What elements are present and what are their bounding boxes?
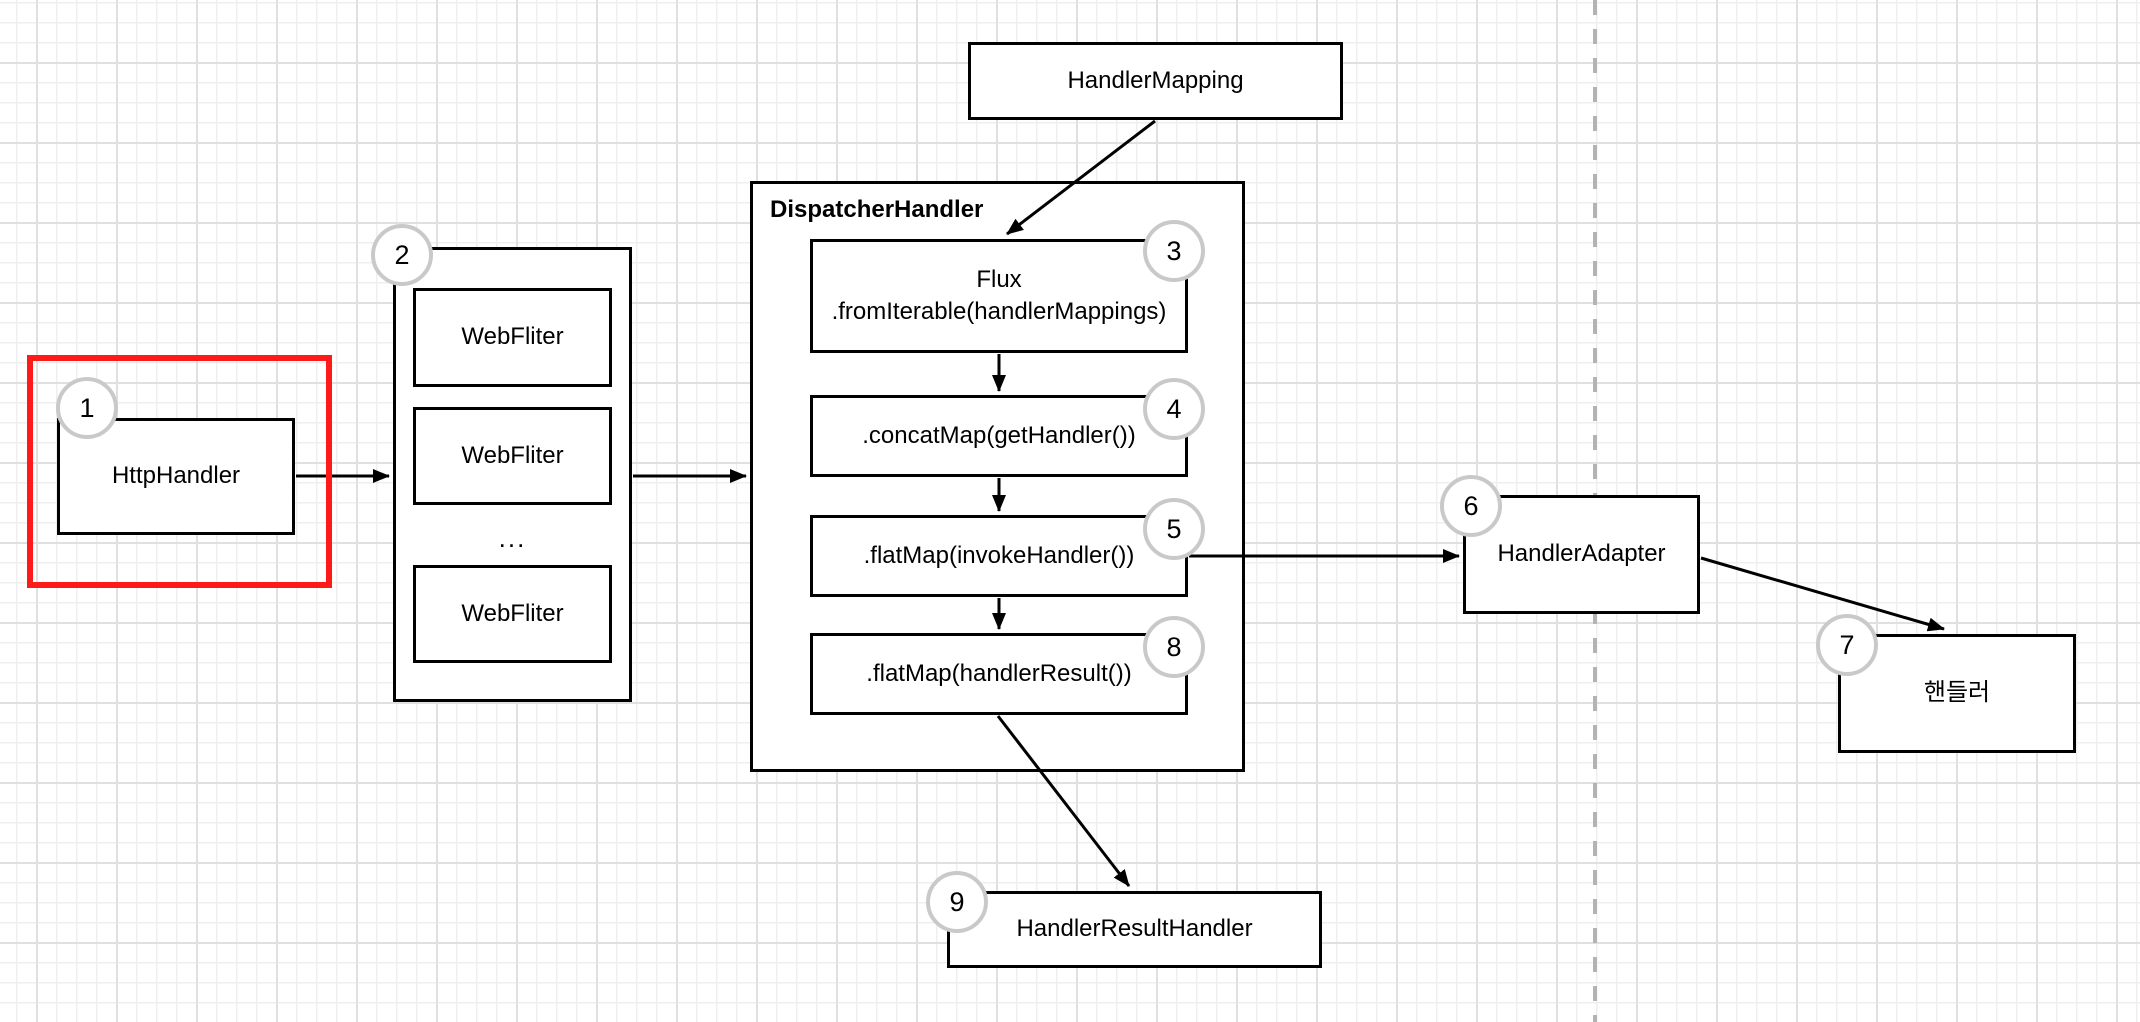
step-badge-4[interactable]: 4	[1143, 378, 1205, 440]
node-handler-adapter[interactable]: HandlerAdapter	[1463, 495, 1700, 614]
step-badge-9[interactable]: 9	[926, 871, 988, 933]
node-http-handler-label: HttpHandler	[111, 462, 241, 490]
step-badge-7[interactable]: 7	[1816, 614, 1878, 676]
webfilter-ellipsis: ...	[498, 522, 527, 553]
step-badge-1[interactable]: 1	[56, 377, 118, 439]
node-flux-line2: .fromIterable(handlerMappings)	[831, 298, 1167, 325]
node-flux-line1: Flux	[976, 265, 1022, 293]
red-highlight-box[interactable]	[27, 355, 332, 588]
node-handler-result-handler-label: HandlerResultHandler	[1016, 915, 1253, 943]
node-flatmap-result-label: .flatMap(handlerResult())	[866, 659, 1132, 687]
node-handler-korean[interactable]: 핸들러	[1838, 634, 2076, 753]
node-flatmap-invoke[interactable]: .flatMap(invokeHandler())	[810, 515, 1188, 597]
node-flatmap-invoke-label: .flatMap(invokeHandler())	[863, 541, 1135, 569]
node-webfilter-3[interactable]: WebFliter	[413, 565, 612, 663]
node-handler-mapping-label: HandlerMapping	[1067, 66, 1244, 94]
node-handler-adapter-label: HandlerAdapter	[1497, 540, 1666, 568]
step-badge-2[interactable]: 2	[371, 224, 433, 286]
step-badge-3[interactable]: 3	[1143, 220, 1205, 282]
node-http-handler[interactable]: HttpHandler	[57, 418, 295, 535]
node-webfilter-2[interactable]: WebFliter	[413, 407, 612, 505]
node-webfilter-2-label: WebFliter	[461, 441, 564, 469]
node-concat-map[interactable]: .concatMap(getHandler())	[810, 395, 1188, 477]
node-webfilter-1-label: WebFliter	[461, 323, 564, 351]
node-handler-mapping[interactable]: HandlerMapping	[968, 42, 1343, 120]
node-dispatcher-handler-title: DispatcherHandler	[770, 196, 984, 223]
node-flux-from-iterable[interactable]: Flux .fromIterable(handlerMappings)	[810, 239, 1188, 353]
step-badge-6[interactable]: 6	[1440, 475, 1502, 537]
node-webfilter-3-label: WebFliter	[461, 599, 564, 627]
step-badge-5[interactable]: 5	[1143, 498, 1205, 560]
node-webfilter-1[interactable]: WebFliter	[413, 288, 612, 387]
step-badge-8[interactable]: 8	[1143, 616, 1205, 678]
node-handler-result-handler[interactable]: HandlerResultHandler	[947, 891, 1322, 968]
node-handler-korean-label: 핸들러	[1923, 679, 1991, 707]
node-concat-map-label: .concatMap(getHandler())	[862, 421, 1136, 449]
node-flatmap-result[interactable]: .flatMap(handlerResult())	[810, 633, 1188, 715]
